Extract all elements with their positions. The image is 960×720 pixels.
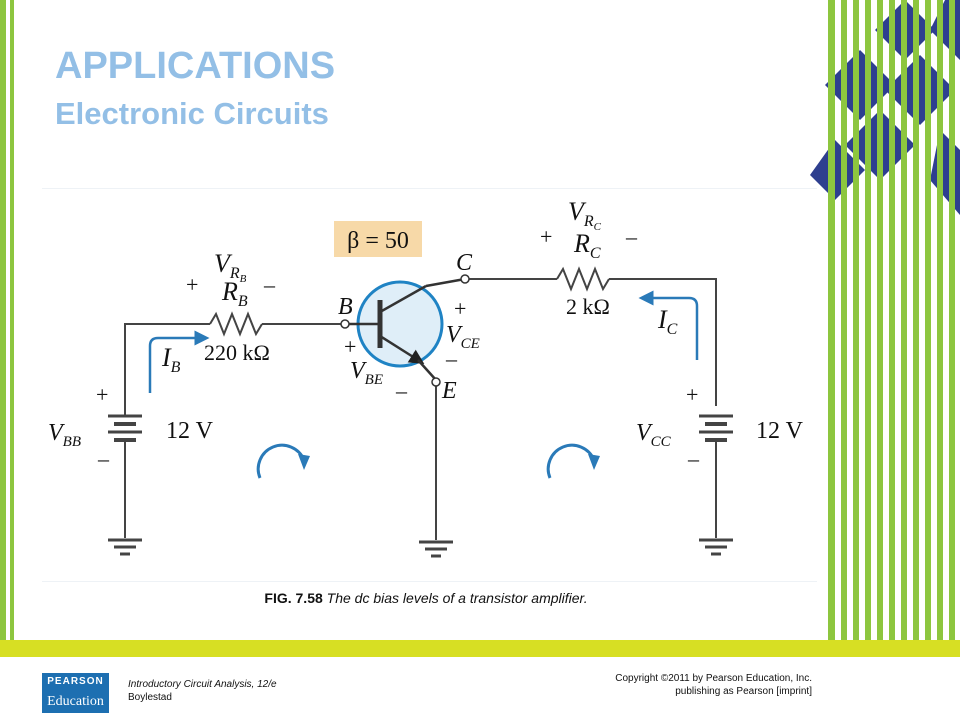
npn-transistor (348, 277, 466, 381)
vce-minus: – (445, 346, 458, 371)
vbb-minus: – (97, 446, 110, 471)
terminal-collector (460, 274, 470, 284)
caption-text: The dc bias levels of a transistor ampli… (326, 590, 588, 606)
node-emitter-label: E (441, 378, 457, 404)
terminal-emitter (431, 377, 441, 387)
loop-arrow-left (256, 443, 306, 479)
ib-label: IB (161, 343, 181, 376)
loop-arrowhead-right (588, 454, 600, 470)
node-collector-label: C (456, 250, 473, 276)
left-accent-bar-thin (10, 0, 14, 640)
vrc-plus: + (540, 224, 552, 249)
ground-symbol-middle (419, 540, 453, 558)
book-info: Introductory Circuit Analysis, 12/e Boyl… (128, 678, 277, 704)
vbe-label: VBE (350, 358, 383, 388)
rc-resistor (556, 266, 610, 292)
vbb-plus: + (96, 382, 108, 407)
vbe-plus: + (344, 334, 356, 359)
beta-label: β = 50 (347, 228, 409, 254)
vbb-battery (108, 408, 142, 446)
vcc-battery (699, 414, 733, 446)
copyright-line1: Copyright ©2011 by Pearson Education, In… (615, 673, 812, 684)
caption-label: FIG. 7.58 (264, 590, 323, 606)
node-base-label: B (338, 294, 353, 320)
ib-current-arrow (148, 330, 210, 393)
loop-arrowhead-left (298, 454, 310, 470)
pearson-logo: PEARSON Education (42, 673, 109, 713)
terminal-base (340, 319, 350, 329)
vcc-minus: – (687, 446, 700, 471)
rc-value: 2 kΩ (566, 294, 610, 319)
vrb-label: VRB (214, 249, 247, 285)
vrc-label: VRC (568, 197, 602, 233)
wire-rc-to-vcc (609, 278, 717, 406)
rb-resistor (209, 311, 263, 337)
copyright-line2: publishing as Pearson [imprint] (675, 686, 812, 697)
beta-box (334, 221, 422, 257)
vbe-minus: – (395, 378, 408, 403)
footer (0, 657, 960, 720)
vrb-minus: – (263, 272, 276, 297)
slide-subtitle: Electronic Circuits (55, 96, 329, 131)
wire-base-loop (124, 323, 210, 408)
vce-label: VCE (446, 322, 480, 352)
copyright-notice: Copyright ©2011 by Pearson Education, In… (615, 672, 812, 698)
logo-line1: PEARSON (47, 676, 104, 687)
vrb-plus: + (186, 272, 198, 297)
vbb-label: VBB (48, 420, 81, 450)
ground-symbol-right (699, 538, 733, 556)
vbb-value: 12 V (166, 418, 214, 444)
left-accent-bar (0, 0, 6, 640)
rb-value: 220 kΩ (204, 340, 270, 365)
ic-current-arrow (638, 290, 699, 360)
transistor-circuit-diagram: β = 50 + – VRB RB 220 kΩ IB + – VBB 12 V… (48, 197, 804, 558)
vcc-plus: + (686, 382, 698, 407)
ic-label: IC (657, 305, 678, 338)
vrc-minus: – (625, 224, 638, 249)
book-author: Boylestad (128, 692, 172, 703)
rc-label: RC (573, 229, 601, 262)
loop-arrow-right (546, 443, 596, 479)
rb-label: RB (221, 277, 248, 310)
vcc-value: 12 V (756, 418, 804, 444)
figure-frame (42, 188, 817, 582)
green-vertical-stripes (828, 0, 955, 720)
figure-caption: FIG. 7.58 The dc bias levels of a transi… (0, 590, 852, 606)
vcc-label: VCC (636, 420, 672, 450)
logo-line2: Education (47, 694, 104, 709)
footer-yellow-band (0, 640, 960, 657)
vce-plus: + (454, 296, 466, 321)
ground-symbol-left (108, 538, 142, 556)
slide-title: APPLICATIONS (55, 45, 336, 87)
book-title: Introductory Circuit Analysis, 12/e (128, 679, 277, 690)
